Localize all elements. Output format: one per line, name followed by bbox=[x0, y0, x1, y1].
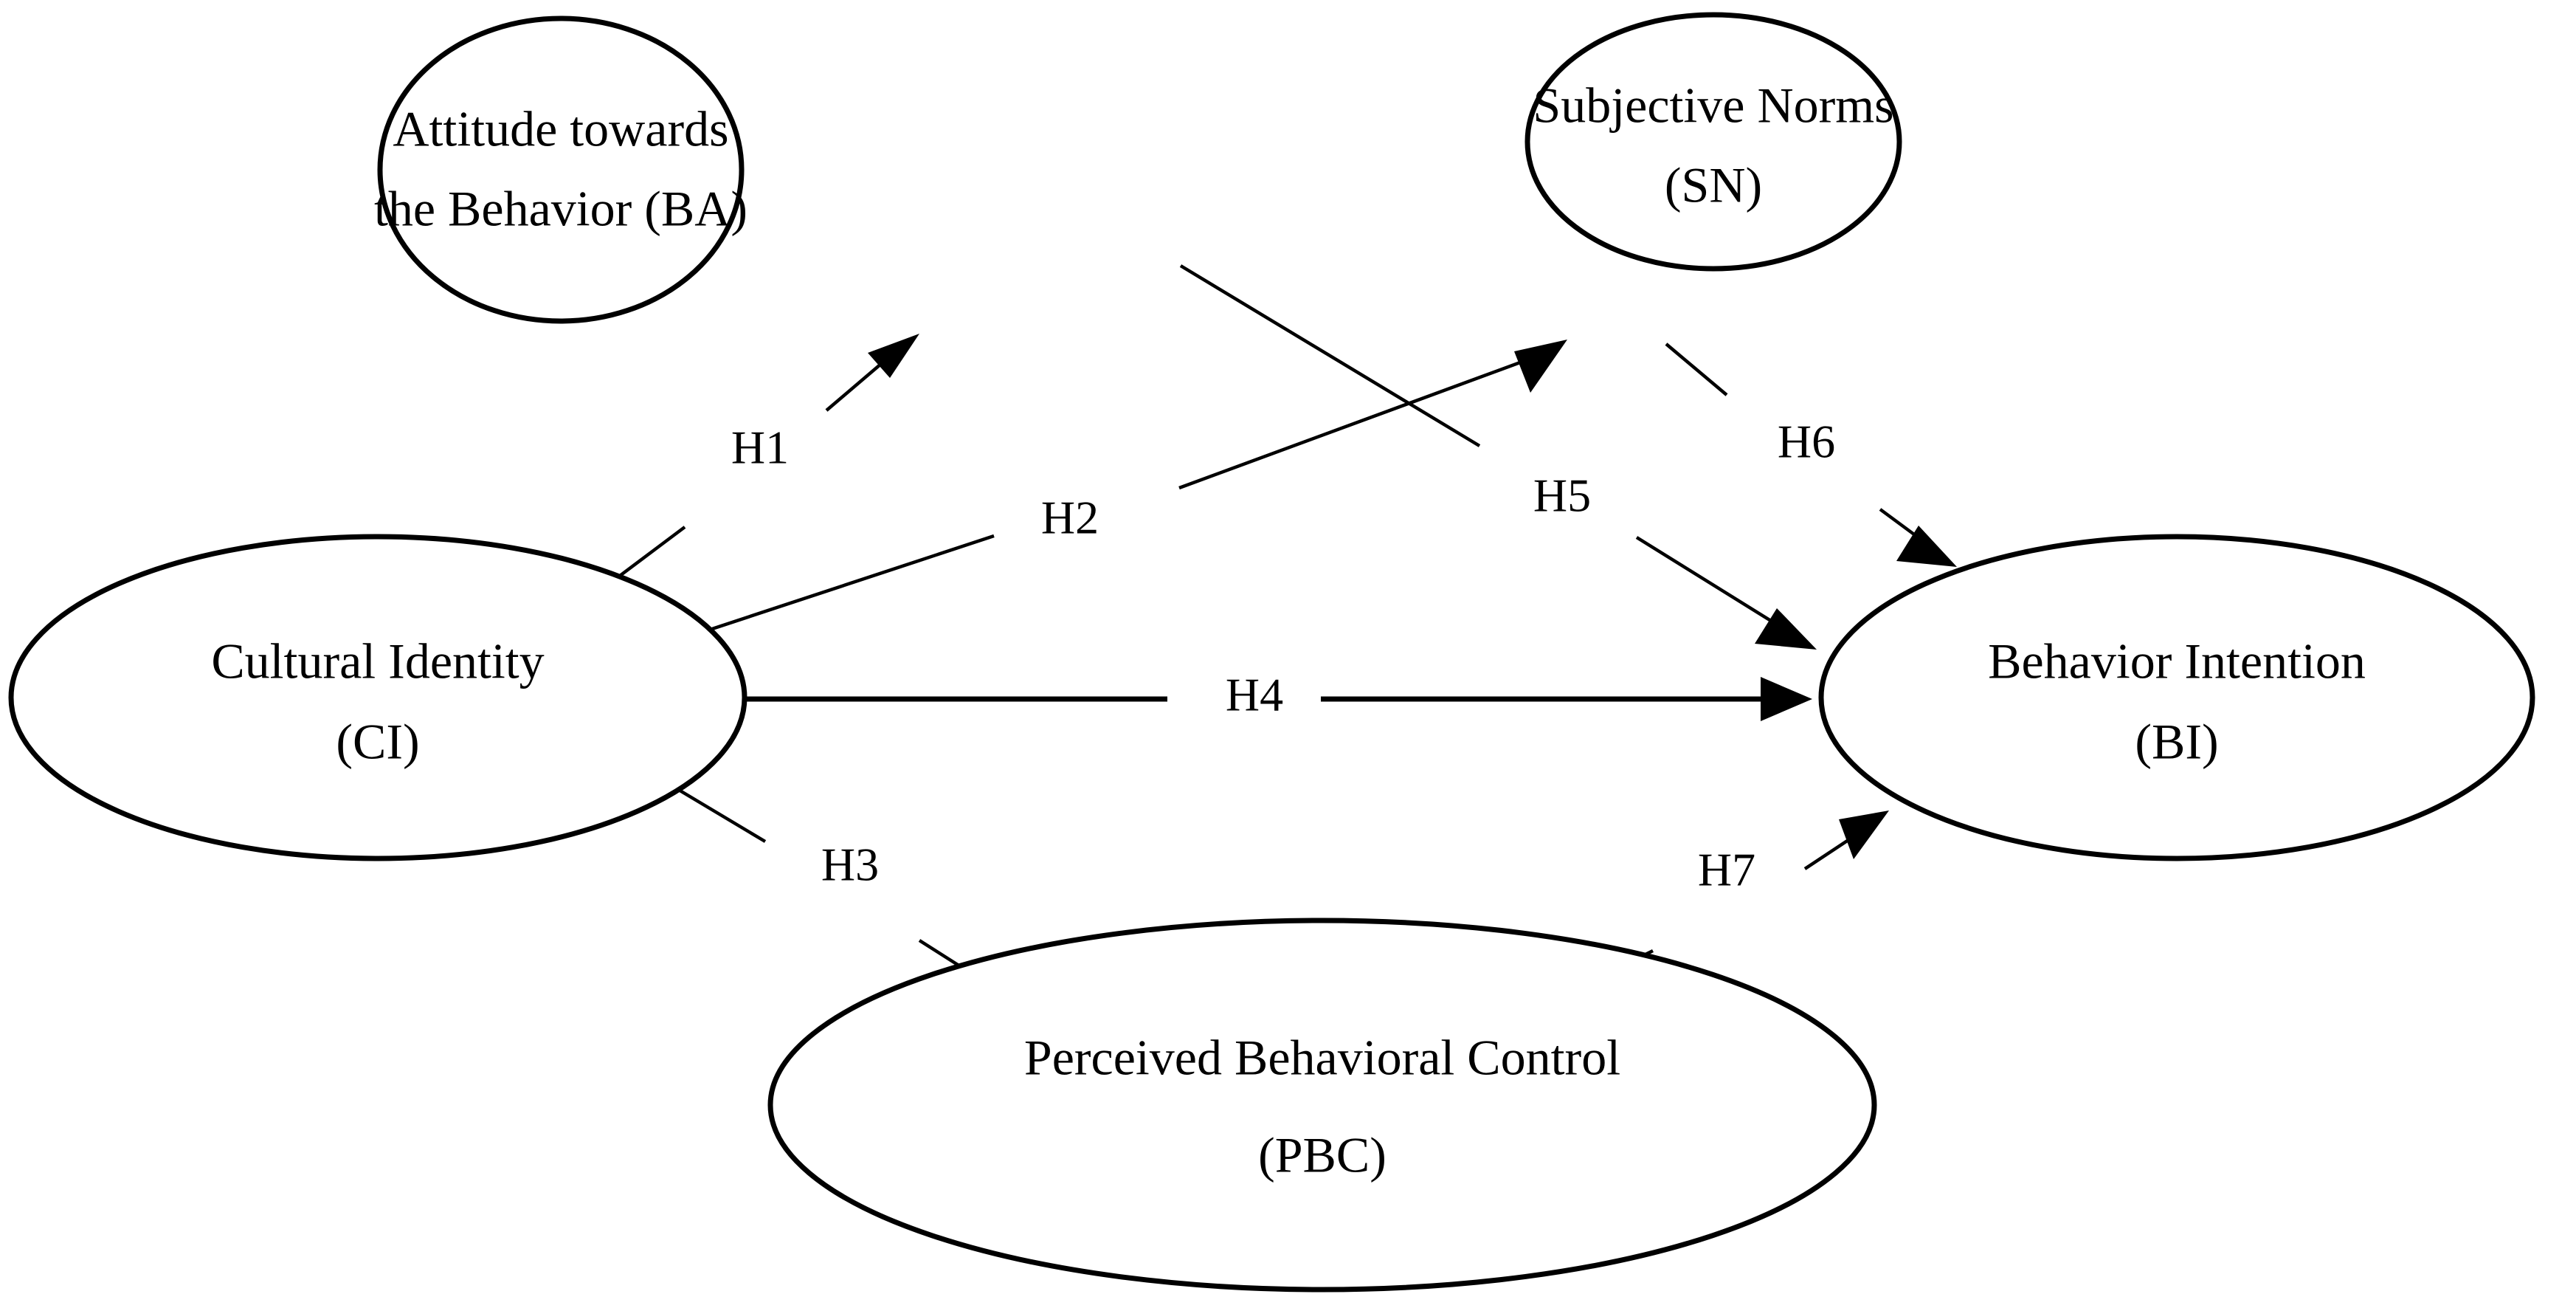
hypothesis-label-h3: H3 bbox=[821, 839, 879, 891]
node-subjective-norms[interactable]: Subjective Norms (SN) bbox=[1524, 12, 1902, 272]
hypothesis-label-h6: H6 bbox=[1778, 416, 1835, 468]
edge-segment bbox=[1178, 352, 1543, 490]
node-label-line2: the Behavior (BA) bbox=[374, 181, 747, 237]
node-label-line1: Attitude towards bbox=[393, 101, 728, 157]
edge-segment bbox=[665, 781, 767, 843]
node-label-line1: Perceived Behavioral Control bbox=[1024, 1030, 1620, 1086]
arrowhead-icon bbox=[1761, 677, 1812, 721]
edge-segment bbox=[1179, 264, 1481, 447]
arrowhead-icon bbox=[868, 334, 919, 378]
edge-layer bbox=[618, 264, 1957, 1004]
arrowhead-icon bbox=[1514, 340, 1567, 393]
node-cultural-identity[interactable]: Cultural Identity (CI) bbox=[8, 534, 747, 861]
hypothesis-label-layer: H1 H2 H3 H4 H5 H6 H7 bbox=[731, 416, 1835, 896]
edge-ba-to-bi bbox=[1179, 264, 1817, 650]
arrowhead-icon bbox=[1896, 526, 1957, 567]
node-label-line1: Behavior Intention bbox=[1988, 633, 2366, 689]
node-outline bbox=[1524, 12, 1902, 272]
node-label-line2: (BI) bbox=[2135, 714, 2218, 770]
node-label-line2: (CI) bbox=[336, 714, 419, 770]
node-label-line2: (SN) bbox=[1665, 157, 1762, 213]
edge-segment bbox=[711, 534, 995, 631]
node-behavior-intention[interactable]: Behavior Intention (BI) bbox=[1818, 534, 2535, 861]
node-outline bbox=[1818, 534, 2535, 861]
edge-ci-to-sn bbox=[711, 340, 1567, 631]
node-outline bbox=[767, 918, 1877, 1293]
hypothesis-label-h7: H7 bbox=[1698, 844, 1755, 896]
edge-segment bbox=[618, 526, 686, 577]
edge-sn-to-bi bbox=[1665, 343, 1957, 567]
hypothesis-label-h2: H2 bbox=[1041, 492, 1099, 544]
node-layer: Attitude towards the Behavior (BA) Subje… bbox=[8, 12, 2535, 1293]
node-attitude-towards-behavior[interactable]: Attitude towards the Behavior (BA) bbox=[374, 16, 747, 324]
hypothesis-label-h5: H5 bbox=[1533, 469, 1591, 522]
edge-ci-to-bi bbox=[742, 677, 1812, 721]
node-outline bbox=[377, 16, 745, 324]
edge-ci-to-ba bbox=[618, 334, 919, 577]
hypothesis-label-h1: H1 bbox=[731, 421, 789, 474]
arrowhead-icon bbox=[1839, 811, 1889, 859]
node-label-line2: (PBC) bbox=[1258, 1127, 1387, 1183]
edge-segment bbox=[1665, 343, 1728, 396]
node-perceived-behavioral-control[interactable]: Perceived Behavioral Control (PBC) bbox=[767, 918, 1877, 1293]
edge-segment bbox=[1635, 536, 1790, 633]
node-outline bbox=[8, 534, 747, 861]
hypothesis-label-h4: H4 bbox=[1226, 669, 1283, 721]
arrowhead-icon bbox=[1755, 608, 1817, 650]
node-label-line1: Cultural Identity bbox=[211, 633, 544, 689]
node-label-line1: Subjective Norms bbox=[1533, 78, 1893, 134]
